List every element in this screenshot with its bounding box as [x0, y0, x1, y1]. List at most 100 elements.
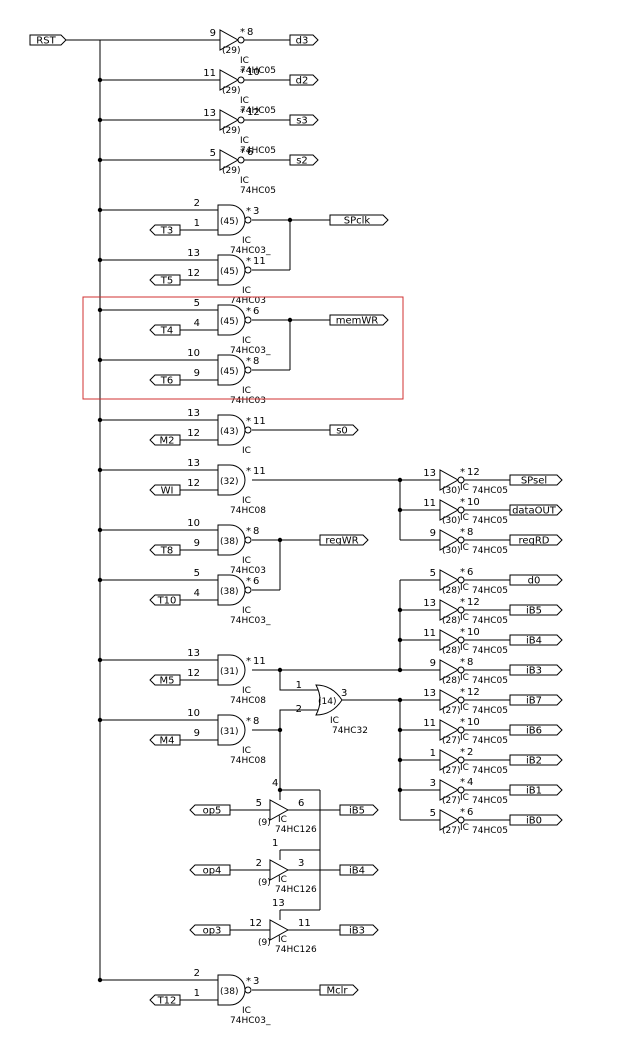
inv-top-2-bubble [237, 76, 245, 84]
gate-2-unit: (45) [220, 267, 238, 277]
inv-top-1-part: 74HC05 [240, 66, 276, 76]
gate-9-pin-a: 13 [187, 648, 200, 659]
inv-right-2-unit: (30) [442, 516, 460, 526]
inv-top-3-out-port: s3 [296, 116, 308, 127]
junction-dot [277, 787, 283, 793]
buffer-1-unit: (9) [258, 818, 271, 828]
inv-right-11-in-pin: 3 [430, 778, 436, 789]
inv-top-1-out-pin: 8 [247, 27, 253, 38]
junction-dot [97, 577, 103, 583]
regwr-port-flag [319, 534, 369, 546]
or-gate-pin-b: 2 [296, 704, 302, 715]
or-gate-unit: (14) [318, 697, 336, 707]
buffer-3-part: 74HC126 [275, 945, 317, 955]
inv-right-10-unit: (27) [442, 766, 460, 776]
buffer-3-input-port-flag [189, 924, 231, 936]
inv-right-8-out-port-flag [509, 694, 563, 706]
inv-right-3-out-pin: 8 [467, 527, 473, 538]
gate-7-pin-a: 10 [187, 518, 200, 529]
inv-top-2-ic: IC [240, 96, 249, 106]
gate-6-part: 74HC08 [230, 506, 266, 516]
inv-right-10-star: * [460, 747, 465, 758]
buffer-2-input-port-flag [189, 864, 231, 876]
inv-right-1-symbol [439, 469, 460, 491]
gate-8-unit: (38) [220, 587, 238, 597]
gate-10-pin-a: 10 [187, 708, 200, 719]
gate-5-bubble [244, 426, 252, 434]
inv-right-12-bubble [457, 816, 465, 824]
gate-8-out-pin: 6 [253, 576, 259, 587]
inv-right-9-out-port-flag [509, 724, 563, 736]
junction-dot [397, 637, 403, 643]
gate-10-unit: (31) [220, 727, 238, 737]
inv-right-12-part: 74HC05 [472, 826, 508, 836]
inv-right-3-part: 74HC05 [472, 546, 508, 556]
gate-4-part: 74HC03 [230, 396, 266, 406]
inv-right-11-part: 74HC05 [472, 796, 508, 806]
gate-1-star: * [246, 206, 251, 217]
inv-right-6-symbol [439, 629, 460, 651]
inv-right-11-out-port: iB1 [526, 786, 542, 797]
gate-4-star: * [246, 356, 251, 367]
inv-right-12-ic: IC [460, 823, 469, 833]
gate-6-input-port: WI [161, 486, 174, 497]
inv-right-6-ic: IC [460, 643, 469, 653]
inv-top-4-unit: (29) [222, 166, 240, 176]
inv-right-1-part: 74HC05 [472, 486, 508, 496]
buffer-3-symbol [269, 919, 290, 941]
gate-10-pin-b: 9 [194, 728, 200, 739]
inv-right-11-out-port-flag [509, 784, 563, 796]
gate-1-input-port-flag [149, 224, 181, 236]
gate-11-out-pin: 3 [253, 976, 259, 987]
gate-2-part: 74HC03 [230, 296, 266, 306]
buffer-3-en-pin: 13 [272, 898, 285, 909]
inv-top-2-star: * [240, 67, 245, 78]
buffer-3-unit: (9) [258, 938, 271, 948]
gate-8-bubble [244, 586, 252, 594]
buffer-1-ic: IC [278, 815, 287, 825]
spclk-port-flag [329, 214, 389, 226]
inv-right-6-out-pin: 10 [467, 627, 480, 638]
gate-9-input-port-flag [149, 674, 181, 686]
gate-3-ic: IC [242, 336, 251, 346]
inv-right-1-ic: IC [460, 483, 469, 493]
gate-9-input-port: M5 [160, 676, 175, 687]
inv-right-6-out-port: iB4 [526, 636, 542, 647]
inv-top-4-out-pin: 6 [247, 147, 253, 158]
inv-right-5-star: * [460, 597, 465, 608]
junction-dot [397, 787, 403, 793]
junction-dot [97, 117, 103, 123]
inv-right-2-symbol [439, 499, 460, 521]
inv-right-8-unit: (27) [442, 706, 460, 716]
gate-3-pin-b: 4 [194, 318, 200, 329]
gate-6-pin-b: 12 [187, 478, 200, 489]
or-gate-symbol [315, 684, 343, 716]
inv-right-2-out-port: dataOUT [512, 506, 557, 517]
inv-right-7-unit: (28) [442, 676, 460, 686]
gate-2-pin-b: 12 [187, 268, 200, 279]
junction-dot [397, 697, 403, 703]
memwr-port: memWR [336, 316, 379, 327]
gate-10-symbol [217, 714, 246, 746]
gate-9-out-pin: 11 [253, 656, 266, 667]
junction-dot [277, 537, 283, 543]
gate-8-input-port: T10 [157, 596, 177, 607]
inv-right-2-star: * [460, 497, 465, 508]
buffer-2-in-pin: 2 [256, 858, 262, 869]
inv-right-10-bubble [457, 756, 465, 764]
buffer-3-ic: IC [278, 935, 287, 945]
or-gate-part: 74HC32 [332, 726, 368, 736]
inv-right-10-in-pin: 1 [430, 748, 436, 759]
buffer-2-en-pin: 1 [272, 838, 278, 849]
inv-right-9-in-pin: 11 [423, 718, 436, 729]
gate-9-symbol [217, 654, 246, 686]
inv-right-2-bubble [457, 506, 465, 514]
buffer-1-part: 74HC126 [275, 825, 317, 835]
gate-5-unit: (43) [220, 427, 238, 437]
gate-4-bubble [244, 366, 252, 374]
gate-1-bubble [244, 216, 252, 224]
gate-6-pin-a: 13 [187, 458, 200, 469]
inv-right-1-in-pin: 13 [423, 468, 436, 479]
buffer-2-symbol [269, 859, 290, 881]
